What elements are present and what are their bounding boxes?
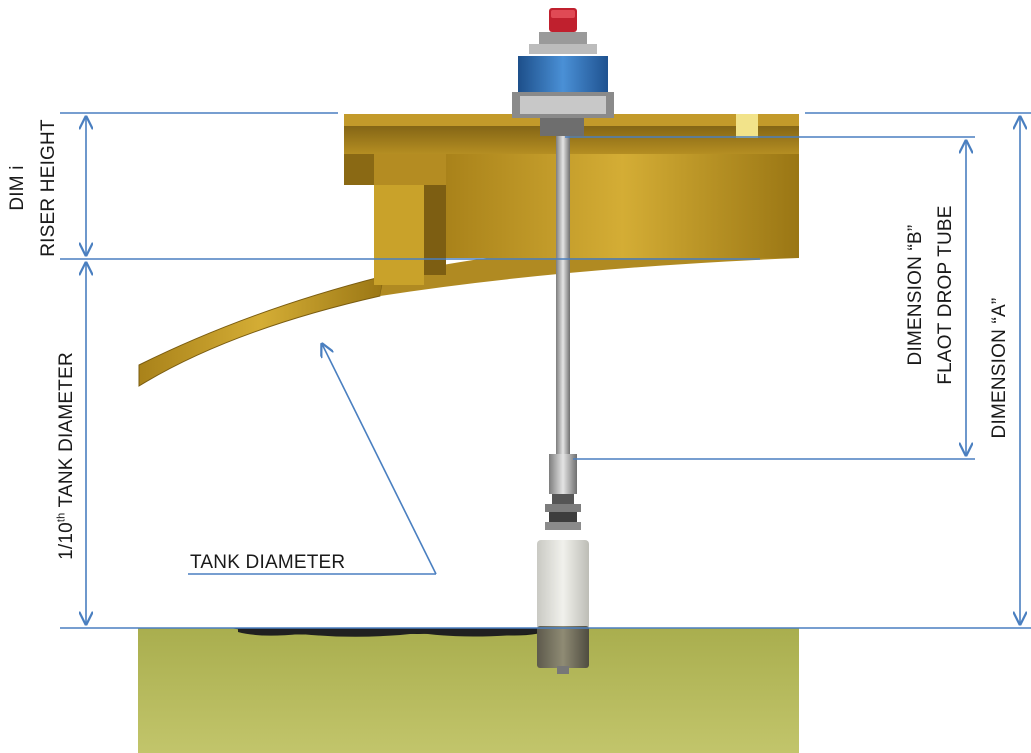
tank-diameter-leader [322, 344, 437, 575]
float-drop-tube-label: FLAOT DROP TUBE [935, 205, 956, 385]
tank-diameter-label: TANK DIAMETER [190, 552, 346, 573]
probe-rod [545, 136, 581, 530]
dimension-b-label: DIMENSION “B” [905, 224, 926, 366]
probe-float [537, 540, 589, 674]
probe-head [512, 8, 614, 136]
riser-height-label: RISER HEIGHT [38, 119, 59, 257]
dimension-lines [60, 112, 1031, 629]
tenth-tank-diameter-label: 1/10th TANK DIAMETER [55, 352, 77, 560]
dim-i-label: DIM i [7, 165, 28, 211]
ground-fill [138, 628, 799, 753]
dimension-a-label: DIMENSION “A” [989, 297, 1010, 439]
